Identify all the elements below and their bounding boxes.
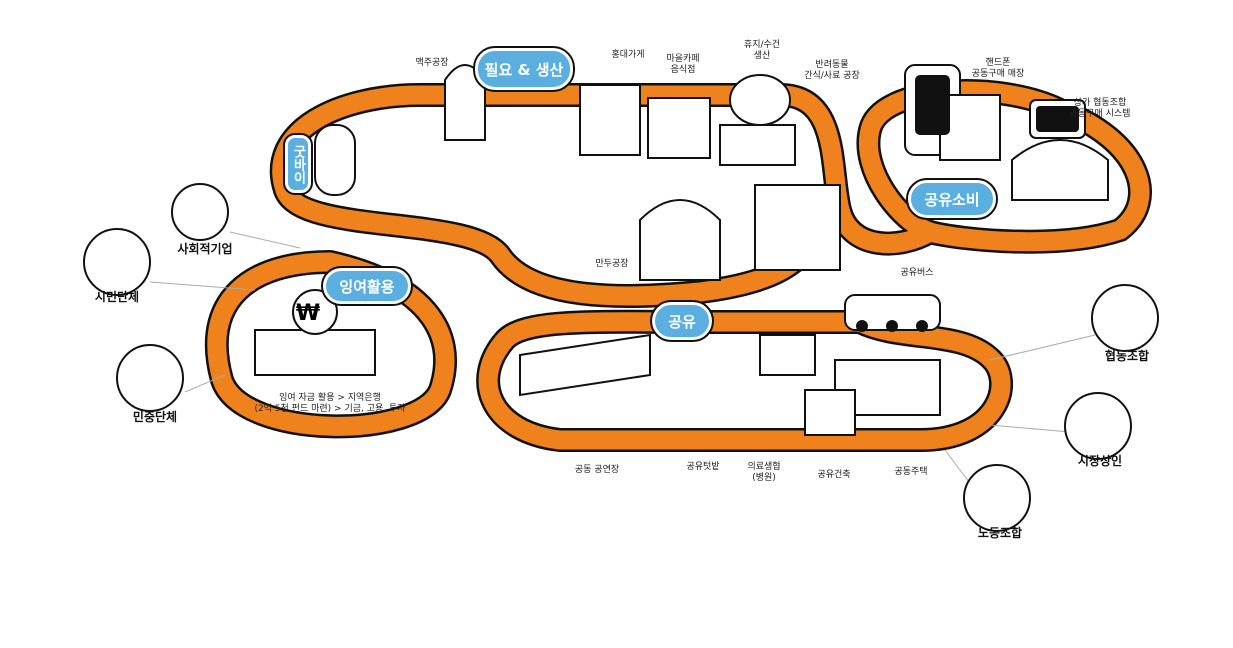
bank-building (254, 329, 376, 376)
actor-social-enterprise: 사회적기업 (177, 242, 233, 256)
actor-labor-union: 노동조합 (977, 526, 1023, 540)
pet-food-factory (754, 184, 841, 271)
sign-sharing: 공유 (650, 300, 714, 342)
stage (519, 333, 651, 397)
label-brewery: 맥주공장 (415, 58, 449, 68)
hongdae-store-building (579, 84, 641, 156)
label-garden: 공유텃밭 (686, 462, 720, 472)
label-dumpling: 만두공장 (595, 259, 629, 269)
label-surplus-note: 잉여 자금 활용 > 지역은행(2억 5천 펀드 마련) > 기금, 고용, 투… (254, 393, 406, 414)
label-housing: 공동주택 (894, 467, 928, 477)
won-coin (292, 289, 338, 335)
shared-building-box (804, 389, 856, 436)
actor-civic-group: 시민단체 (94, 290, 140, 304)
sign-surplus-use: 잉여활용 (321, 266, 413, 306)
sign-goodbye: 굿바이 (283, 133, 313, 195)
actor-market-merchants: 시장상인 (1077, 454, 1123, 468)
label-shared-building: 공유건축 (817, 470, 851, 480)
actor-cooperative: 협동조합 (1104, 349, 1150, 363)
label-hongdae-store: 홍대가게 (611, 50, 645, 60)
road (207, 81, 1150, 450)
label-medical: 의료생협(병원) (747, 462, 781, 483)
actor-peoples-group: 민중단체 (132, 410, 178, 424)
hospital (759, 334, 816, 376)
cafe-building (647, 97, 711, 159)
bus-wheels (856, 320, 928, 332)
dumpling-factory (639, 199, 721, 281)
label-bus: 공유버스 (900, 268, 934, 278)
merchant-dome (1011, 139, 1109, 201)
won-icon: ₩ (296, 301, 320, 326)
label-stage: 공동 공연장 (574, 465, 620, 475)
tissue-roll (729, 74, 791, 126)
windows (915, 75, 1079, 135)
sign-need-production: 필요 & 생산 (473, 46, 575, 92)
sign-shared-consumption: 공유소비 (906, 178, 998, 220)
tissue-factory (719, 124, 796, 166)
actor-portraits (83, 183, 1159, 532)
goodbye-building (314, 124, 356, 196)
